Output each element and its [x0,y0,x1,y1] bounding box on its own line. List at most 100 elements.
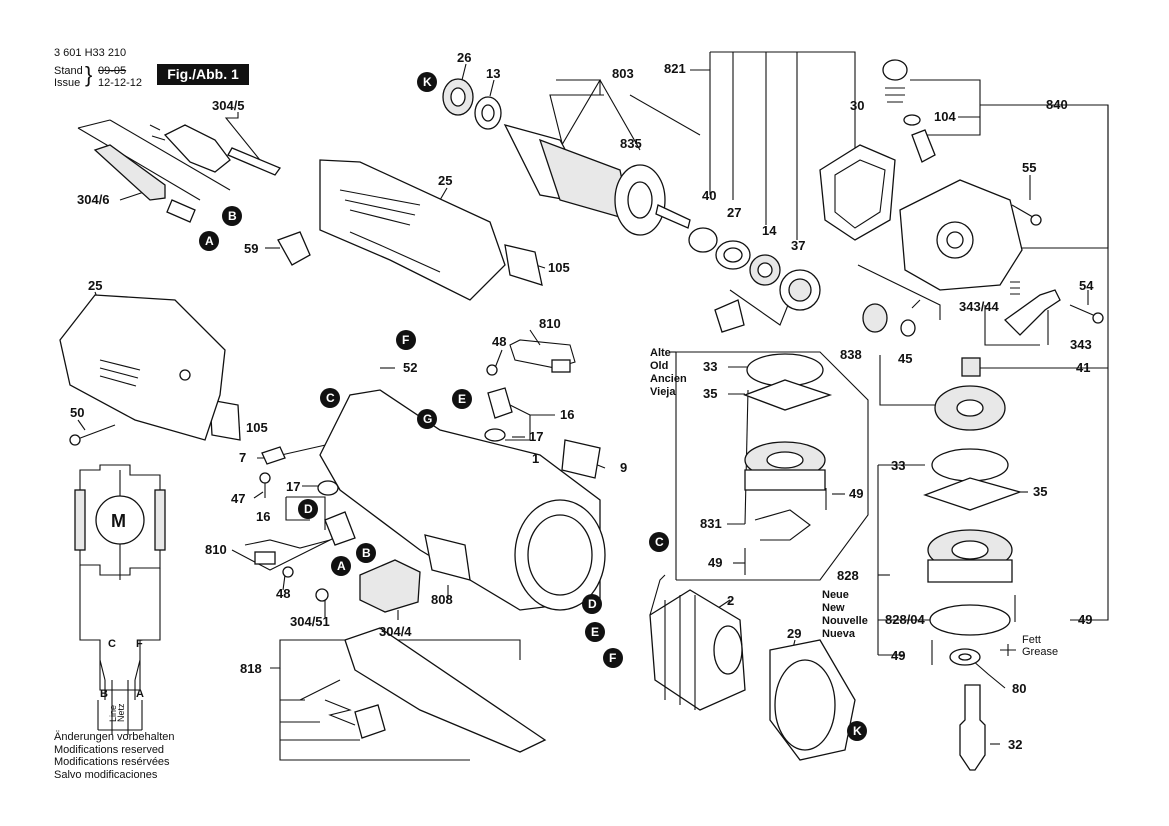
stand-date-old: 09-05 [98,65,127,77]
grease-de: Fett [1022,634,1041,646]
lang-new-es: Nueva [822,628,856,640]
motor-label: M [111,511,126,531]
callout-d-lower: D [298,499,318,519]
flange-new [923,448,1023,636]
svg-text:B: B [362,546,371,560]
bearing-41 [961,357,981,377]
label-54: 54 [1079,278,1094,293]
flange-old [743,353,833,541]
spindle-32 [959,684,986,771]
callout-b-lower: B [356,543,376,563]
terminal-a: A [136,688,144,700]
lang-new-fr: Nouvelle [822,615,868,627]
lang-new-en: New [822,602,845,614]
label-59: 59 [244,241,258,256]
svg-text:D: D [304,502,313,516]
label-803: 803 [612,66,634,81]
line-text: Line [108,705,118,722]
label-16-lower: 16 [256,509,270,524]
label-304-4: 304/4 [379,624,412,639]
label-9: 9 [620,460,627,475]
legend-old: Alte Old Ancien Vieja [650,347,687,398]
issue-label: Issue [54,77,81,89]
callout-a-lower: A [331,556,351,576]
label-304-6: 304/6 [77,192,110,207]
brush-piece [714,299,745,333]
footer-en: Modifications reserved [54,743,165,756]
label-30: 30 [850,98,864,113]
bearing-14 [749,254,781,286]
terminal-f: F [136,638,143,650]
label-828-04: 828/04 [885,612,926,627]
terminal-c: C [108,638,116,650]
svg-text:K: K [853,724,862,738]
label-27: 27 [727,205,741,220]
svg-text:A: A [337,559,346,573]
housing-shell-top [319,159,506,301]
label-25-top: 25 [438,173,452,188]
label-16-upper: 16 [560,407,574,422]
screw-55 [1011,204,1042,226]
bearing-13 [474,96,502,130]
label-808 [424,534,471,581]
callout-f-right: F [603,648,623,668]
label-810-lower: 810 [205,542,227,557]
footer-notes: Änderungen vorbehalten Modifications res… [54,731,174,781]
callout-c-right: C [649,532,669,552]
leader-lines [77,51,1109,761]
label-1: 1 [532,451,539,466]
label-7: 7 [239,450,246,465]
label-838: 838 [840,347,862,362]
motor-housing [319,389,606,611]
callout-e-top: E [452,389,472,409]
label-343-44: 343/44 [959,299,1000,314]
callout-k-top: K [417,72,437,92]
label-45: 45 [898,351,912,366]
callout-bubbles: K B A F C E G D B A C D E F K [199,72,867,741]
bearing-26 [442,78,474,116]
cord-protector-sleeve [93,144,196,223]
label-49-new-right: 49 [1078,612,1092,627]
svg-text:C: C [326,391,335,405]
label-818: 818 [240,661,262,676]
screw-54 [1069,304,1104,324]
svg-text:C: C [655,535,664,549]
terminal-b: B [100,688,108,700]
figure-label: Fig./Abb. 1 [157,64,249,85]
label-47: 47 [231,491,245,506]
label-49-old-lower: 49 [708,555,722,570]
spindle-lock-343 [1003,281,1061,336]
label-49-new-left: 49 [891,648,905,663]
svg-text:G: G [423,412,432,426]
part-number-labels: 304/5 304/6 26 13 803 835 821 30 104 840… [70,50,1094,752]
brush-holder-lower [244,480,356,565]
stand-label: Stand [54,65,83,77]
label-9 [561,439,601,479]
label-828: 828 [837,568,859,583]
wiring-diagram: M C F B A Netz Line [74,464,166,735]
footer-fr: Modifications resérvées [54,756,170,768]
label-304-5: 304/5 [212,98,245,113]
label-52: 52 [403,360,417,375]
label-13: 13 [486,66,500,81]
label-25-left: 25 [88,278,102,293]
label-33-new: 33 [891,458,905,473]
bearing-flange-37 [779,269,821,311]
label-35-old: 35 [703,386,717,401]
label-821: 821 [664,61,686,76]
washer-27 [715,240,751,270]
pinion-838 [862,299,921,337]
label-48-lower: 48 [276,586,290,601]
screw-47 [259,472,271,498]
label-304-51: 304/51 [290,614,330,629]
label-810-upper: 810 [539,316,561,331]
label-835: 835 [620,136,642,151]
svg-text:B: B [228,209,237,223]
callout-c-top: C [320,388,340,408]
washer-80 [949,648,981,666]
bevel-gear [934,385,1006,431]
handle-818 [299,627,547,753]
svg-text:K: K [423,75,432,89]
label-35-new: 35 [1033,484,1047,499]
